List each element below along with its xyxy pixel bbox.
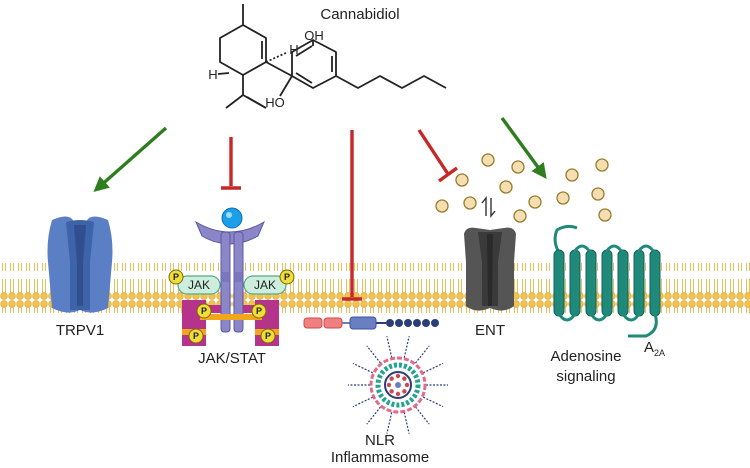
- activation-arrow-trpv1: [93, 126, 168, 193]
- adenosine-molecules: [435, 153, 612, 223]
- a2a-label: A2A: [644, 339, 665, 362]
- activation-arrow-adenosine: [500, 116, 547, 179]
- nlr-protein-chain: [303, 316, 439, 330]
- phospho-label-2: P: [283, 272, 290, 282]
- jak-label-right: JAK: [253, 278, 276, 292]
- inhibition-arrow-ent: [417, 129, 458, 183]
- adenosine-label-line2: signaling: [556, 368, 616, 385]
- jak-label-left: JAK: [187, 278, 210, 292]
- phospho-label-6: P: [264, 331, 271, 341]
- atom-h-left: H: [208, 67, 218, 82]
- trpv1-channel: [47, 216, 113, 313]
- atom-oh-top: OH: [304, 28, 324, 43]
- adenosine-label-line1: Adenosine: [550, 348, 622, 365]
- a2a-receptor: [553, 224, 661, 338]
- equilibrium-arrows: [481, 196, 496, 218]
- cannabidiol-structure: [217, 4, 447, 109]
- trpv1-label: TRPV1: [55, 322, 105, 339]
- a2a-main: A: [644, 339, 655, 356]
- nlr-label-line1: NLR: [364, 432, 395, 449]
- atom-h-top: H: [289, 42, 299, 57]
- atom-ho-left: HO: [265, 95, 285, 110]
- phospho-label-5: P: [192, 331, 199, 341]
- inflammasome-complex: [348, 336, 448, 434]
- inhibition-arrow-nlr: [342, 130, 362, 301]
- ent-transporter: [464, 227, 516, 311]
- phosphate-groups: [168, 269, 295, 344]
- ent-label: ENT: [475, 322, 505, 339]
- a2a-sub: 2A: [654, 348, 666, 358]
- phospho-label-3: P: [200, 306, 207, 316]
- inhibition-arrow-jak-stat: [221, 137, 241, 190]
- nlr-label-line2: Inflammasome: [330, 449, 430, 466]
- phospho-label-1: P: [172, 272, 179, 282]
- molecule-title: Cannabidiol: [320, 6, 400, 23]
- phospho-label-4: P: [255, 306, 262, 316]
- jak-stat-label: JAK/STAT: [198, 350, 266, 367]
